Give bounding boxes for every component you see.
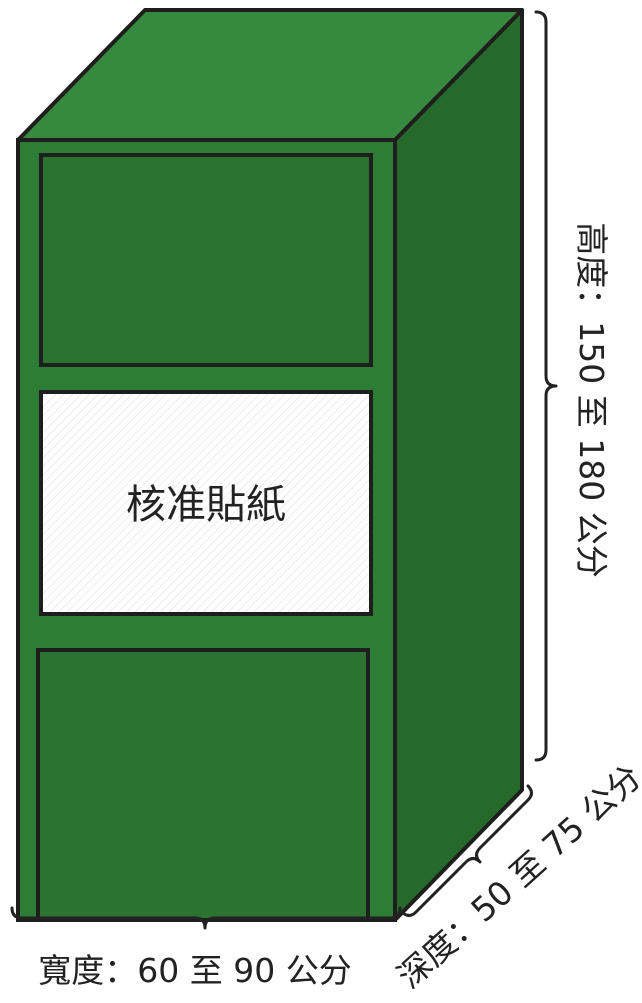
upper-door-panel [39,153,373,367]
sticker-label: 核准貼紙 [126,482,286,528]
depth-bracket [400,784,533,917]
height-label: 高度：150 至 180 公分 [572,222,611,577]
cabinet-side-face [393,8,524,922]
width-label: 寬度：60 至 90 公分 [38,951,351,990]
height-bracket [534,10,558,762]
cabinet: 核准貼紙 [16,8,524,922]
sticker-panel [39,390,373,616]
width-bracket [10,906,402,930]
lower-door-panel [36,648,370,922]
